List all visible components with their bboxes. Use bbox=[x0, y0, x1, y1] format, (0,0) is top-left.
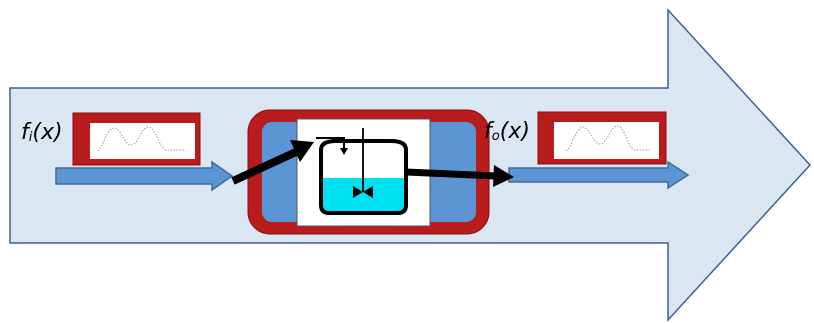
reactor-inlet-arrow bbox=[231, 140, 314, 185]
output-label-sub: o bbox=[491, 129, 500, 144]
output-distribution-label: fo(x) bbox=[484, 119, 530, 144]
input-label-sub: i bbox=[28, 130, 33, 145]
tank-inlet-pipe bbox=[316, 137, 345, 152]
output-label-main: f bbox=[484, 119, 492, 144]
input-distribution-plot bbox=[72, 112, 201, 166]
output-flow-arrow bbox=[508, 160, 690, 190]
input-distribution-label: fi(x) bbox=[21, 120, 63, 145]
input-label-main: f bbox=[21, 120, 29, 145]
input-flow-arrow bbox=[55, 160, 234, 192]
output-distribution-curve bbox=[565, 125, 650, 152]
tank-liquid bbox=[321, 178, 406, 213]
output-distribution-plot bbox=[537, 111, 667, 165]
reactor-outlet-arrow bbox=[405, 165, 514, 187]
reactor-unit bbox=[247, 109, 490, 235]
input-label-arg: (x) bbox=[32, 120, 63, 145]
input-distribution-curve bbox=[97, 126, 186, 152]
output-label-arg: (x) bbox=[499, 119, 530, 144]
stirred-tank-reactor bbox=[316, 128, 408, 215]
impeller bbox=[353, 186, 363, 198]
tank-outline bbox=[319, 139, 408, 215]
